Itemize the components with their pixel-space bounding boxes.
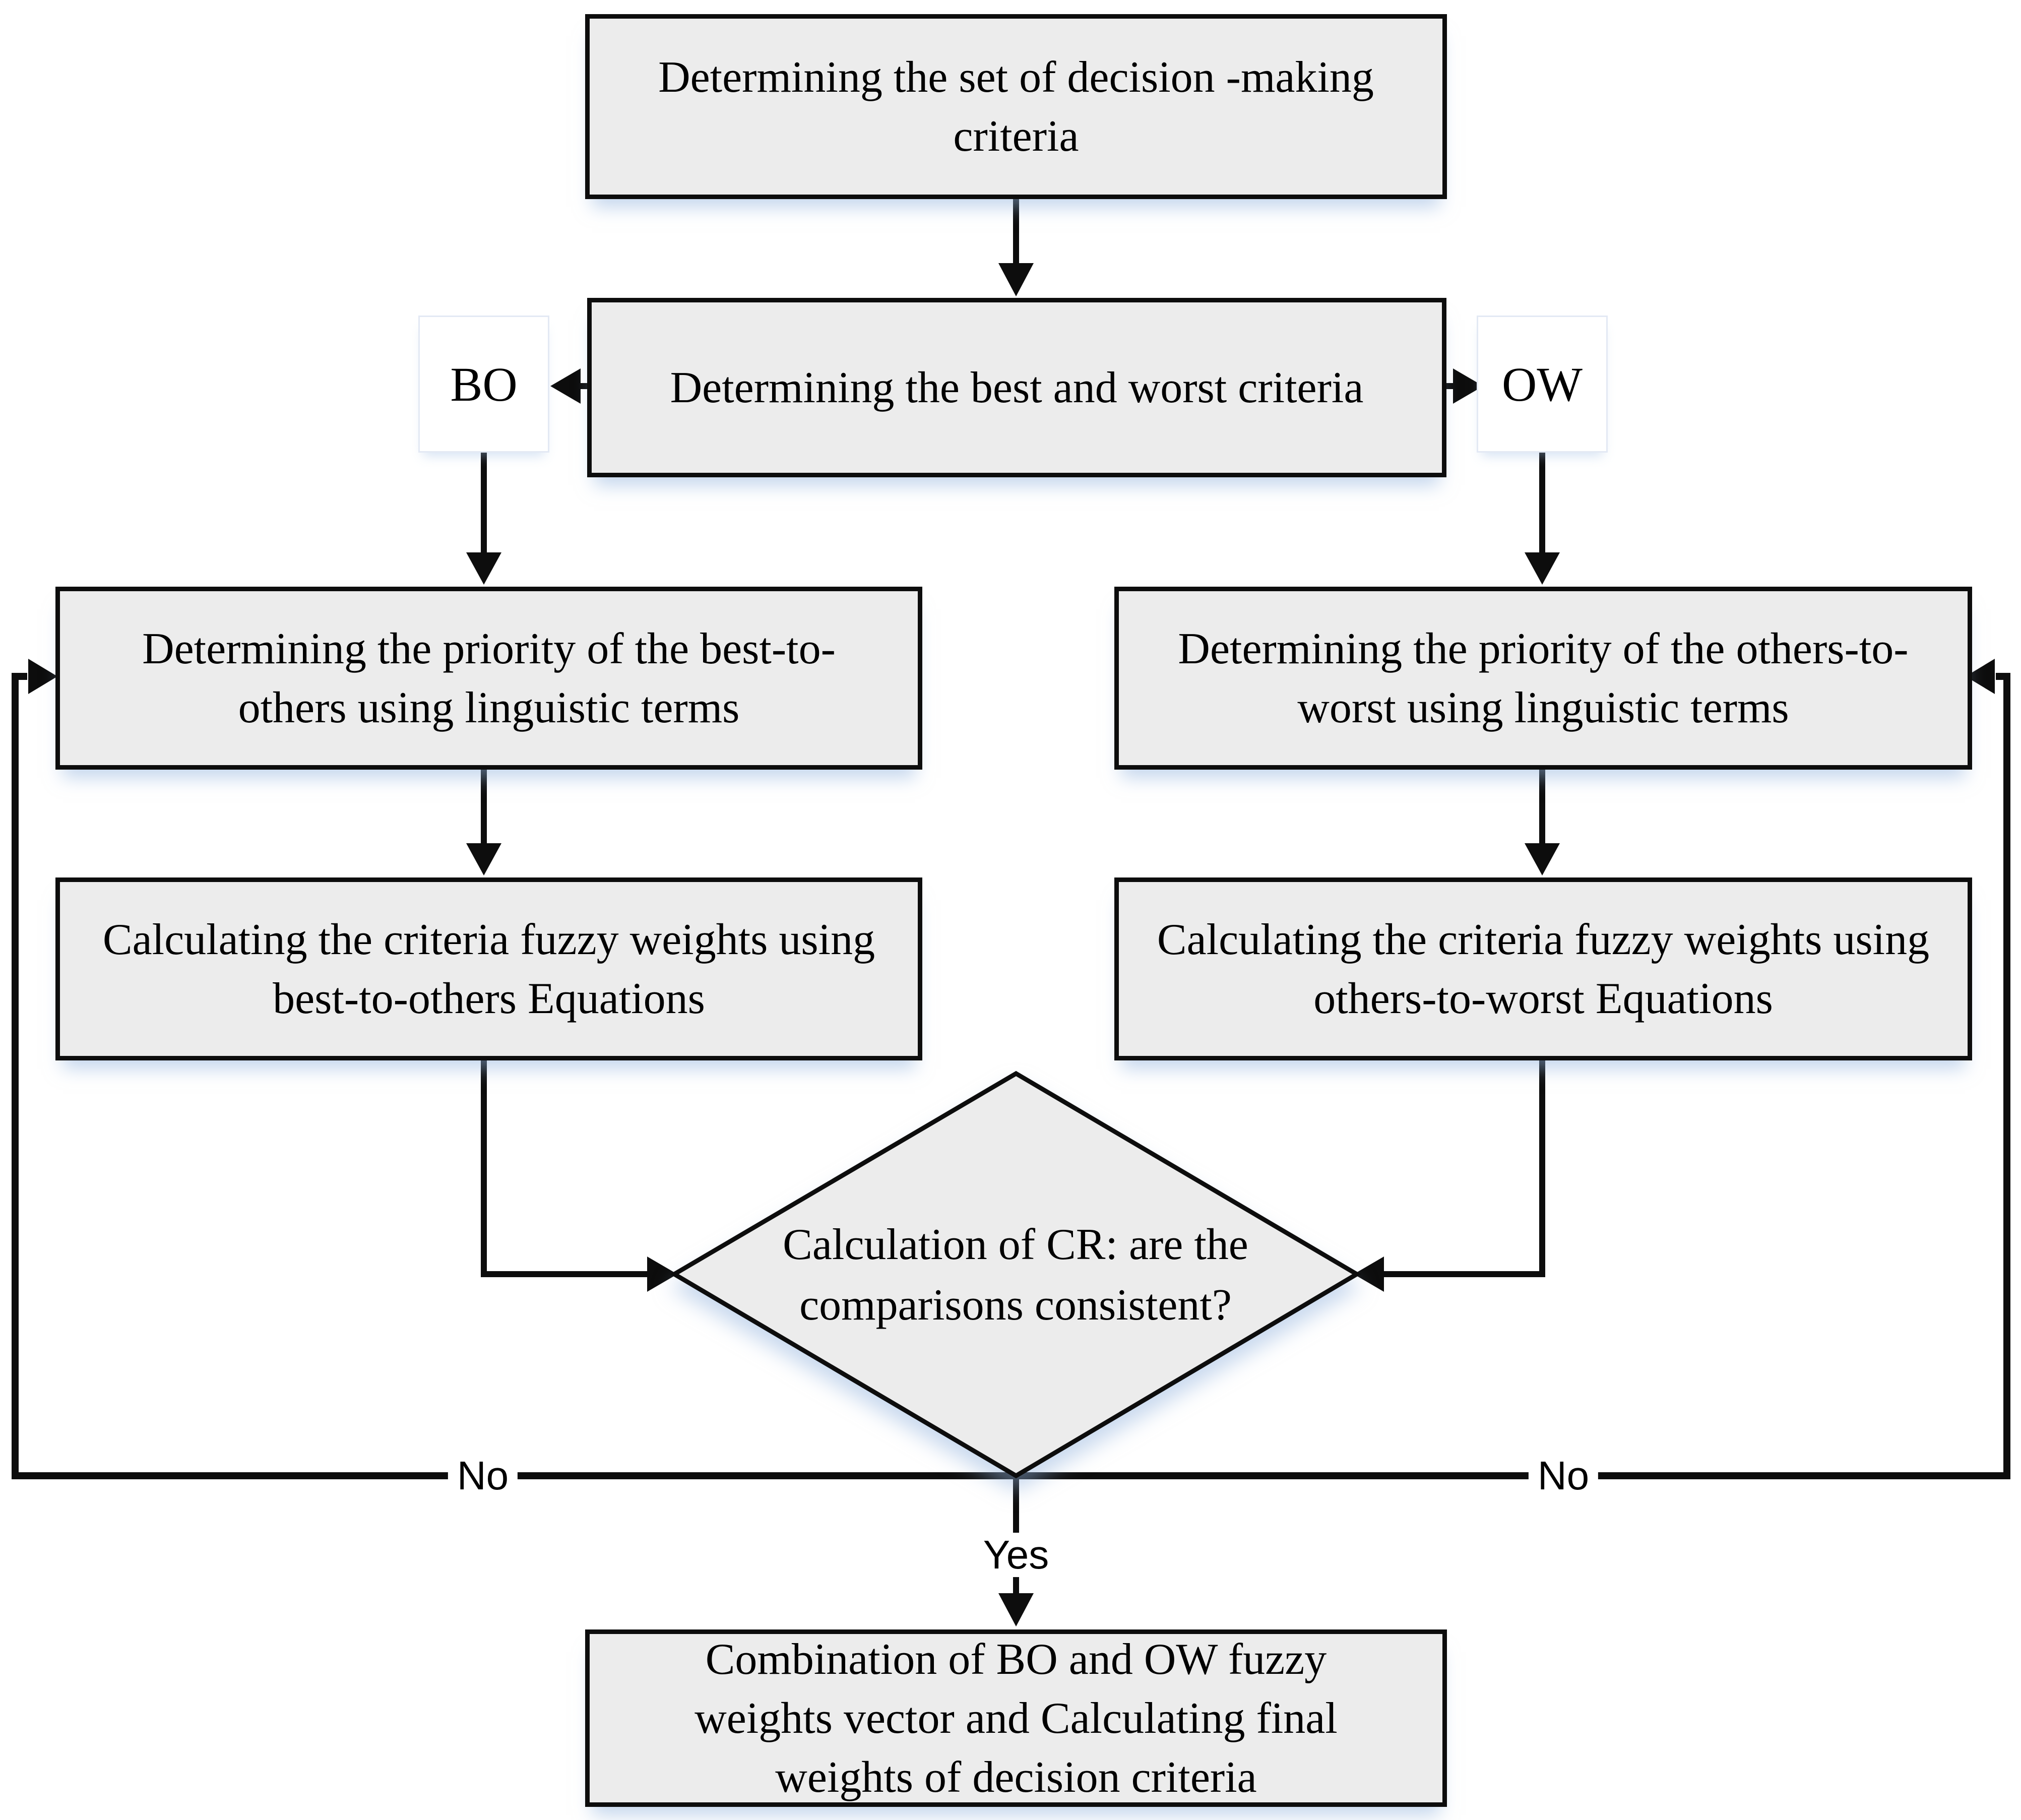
arrow-step2-bo-head bbox=[550, 368, 581, 404]
step-text-line: Determining the priority of the best-to- bbox=[142, 624, 836, 673]
decision-consistency-check: Calculation of CR: are the comparisons c… bbox=[674, 1074, 1357, 1477]
step-text-line: Determining the set of decision -making bbox=[658, 52, 1374, 102]
step-text-line: others using linguistic terms bbox=[238, 683, 740, 732]
arrow-step4right-decision-head bbox=[1354, 1257, 1384, 1292]
arrow-ow-step3right-head bbox=[1525, 552, 1560, 585]
step-text-line: criteria bbox=[953, 111, 1079, 161]
step-text-line: worst using linguistic terms bbox=[1297, 683, 1789, 732]
bo-tag-box: BO bbox=[418, 316, 549, 453]
edge-label-no-right: No bbox=[1528, 1454, 1599, 1498]
arrow-step1-step2-head bbox=[998, 263, 1034, 296]
no-loop-right-line bbox=[1016, 673, 2010, 1479]
arrow-step4left-decision-shaft bbox=[481, 1060, 647, 1277]
arrow-step3right-step4right-head bbox=[1525, 843, 1560, 875]
flow-step-combine-weights: Combination of BO and OW fuzzy weights v… bbox=[585, 1629, 1447, 1807]
arrow-bo-step3left-head bbox=[466, 552, 501, 585]
step-text-line: Calculating the criteria fuzzy weights u… bbox=[1157, 915, 1930, 964]
flow-step-define-criteria: Determining the set of decision -making … bbox=[585, 14, 1447, 199]
flow-step-best-worst-criteria: Determining the best and worst criteria bbox=[587, 298, 1446, 477]
bo-tag-label: BO bbox=[450, 357, 518, 411]
ow-tag-box: OW bbox=[1477, 316, 1608, 453]
step-text-line: Combination of BO and OW fuzzy bbox=[705, 1635, 1327, 1684]
arrow-step3left-step4left-head bbox=[466, 843, 501, 875]
decision-text-line: comparisons consistent? bbox=[799, 1281, 1232, 1330]
step-text-line: weights of decision criteria bbox=[775, 1752, 1257, 1802]
no-loop-left-head bbox=[28, 659, 57, 694]
decision-diamond bbox=[670, 1071, 1361, 1479]
arrow-step4right-decision-shaft bbox=[1384, 1060, 1545, 1277]
flow-step-priority-others-to-worst: Determining the priority of the others-t… bbox=[1114, 587, 1972, 770]
ow-tag-label: OW bbox=[1502, 357, 1583, 411]
step-text-line: weights vector and Calculating final bbox=[694, 1693, 1338, 1743]
step-text-line: others-to-worst Equations bbox=[1313, 974, 1773, 1023]
arrow-yes-head bbox=[998, 1593, 1034, 1626]
flow-step-fuzzy-weights-best-to-others: Calculating the criteria fuzzy weights u… bbox=[55, 877, 922, 1060]
decision-text-line: Calculation of CR: are the bbox=[783, 1220, 1248, 1269]
step-text-line: Calculating the criteria fuzzy weights u… bbox=[102, 915, 875, 964]
edge-label-no-left: No bbox=[448, 1454, 518, 1498]
flow-step-priority-best-to-others: Determining the priority of the best-to-… bbox=[55, 587, 922, 770]
step-text-line: Determining the best and worst criteria bbox=[670, 363, 1364, 412]
flow-step-fuzzy-weights-others-to-worst: Calculating the criteria fuzzy weights u… bbox=[1114, 877, 1972, 1060]
arrow-step2-ow-head bbox=[1453, 368, 1483, 404]
no-loop-right-head bbox=[1966, 659, 1995, 694]
step-text-line: best-to-others Equations bbox=[273, 974, 705, 1023]
edge-label-yes: Yes bbox=[974, 1533, 1058, 1577]
arrow-step4left-decision-head bbox=[647, 1257, 677, 1292]
step-text-line: Determining the priority of the others-t… bbox=[1178, 624, 1909, 673]
